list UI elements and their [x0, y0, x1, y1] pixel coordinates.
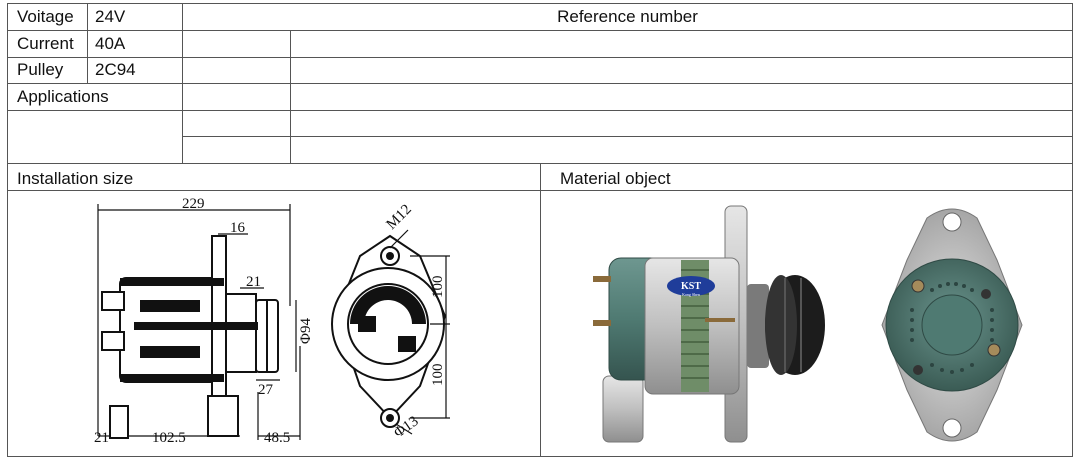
- brand-badge-text: KST: [681, 281, 701, 292]
- current-label: Current: [17, 34, 74, 53]
- center-cap: [921, 294, 983, 356]
- upper-lug-hole: [942, 212, 962, 232]
- reference-header: Reference number: [557, 7, 698, 26]
- terminal-post: [593, 320, 611, 326]
- mount-foot: [602, 375, 644, 443]
- front-bearing: [747, 284, 769, 368]
- pulley-value: 2C94: [95, 60, 136, 79]
- installation-drawing: 229 16 21 27 Φ94 21 102.5 48.5 M12 100 1…: [94, 196, 450, 446]
- table-border-right: [1072, 3, 1073, 457]
- lower-lug-hole: [942, 418, 962, 438]
- voltage-label: Voitage: [17, 7, 74, 26]
- material-title: Material object: [560, 169, 671, 188]
- col-line: [290, 30, 291, 163]
- dim-flange: 16: [230, 220, 246, 236]
- applications-label: Applications: [17, 87, 109, 106]
- row-line: [7, 110, 1073, 111]
- alternator-end-view: [331, 234, 447, 428]
- internal-hatch: [120, 278, 258, 382]
- dim-length: 229: [182, 196, 205, 212]
- alternator-rear-photo: [881, 208, 1023, 442]
- dim-upper: 100: [430, 276, 446, 299]
- terminal: [101, 331, 125, 351]
- pulley-label: Pulley: [17, 60, 64, 79]
- terminal-nut: [911, 279, 925, 293]
- spec-sheet: Voitage 24V Current 40A Pulley 2C94 Appl…: [7, 3, 1073, 457]
- terminal-nut: [987, 343, 1001, 357]
- screw: [981, 289, 991, 299]
- col-line: [182, 3, 183, 163]
- terminal: [101, 291, 125, 311]
- screw: [913, 365, 923, 375]
- dim-pulley-dia: Φ94: [298, 318, 314, 344]
- brand-badge: [667, 276, 715, 296]
- dim-offset: 48.5: [264, 430, 290, 446]
- dim-gap: 21: [246, 274, 261, 290]
- col-line: [540, 163, 541, 457]
- vent-pattern: [910, 282, 994, 374]
- dim-foot: 21: [94, 430, 109, 446]
- alternator-side-view: [101, 235, 279, 439]
- dim-thread: M12: [384, 201, 415, 232]
- brand-badge-sub: Kang Shen: [682, 292, 700, 297]
- table-border-top: [7, 3, 1073, 4]
- col-line: [87, 3, 88, 83]
- current-value: 40A: [95, 34, 126, 53]
- terminal-post: [593, 276, 611, 282]
- row-line: [7, 30, 1073, 31]
- mount-foot: [109, 405, 129, 439]
- dim-base: 102.5: [152, 430, 186, 446]
- front-housing: [225, 293, 257, 373]
- row-line: [7, 57, 1073, 58]
- voltage-value: 24V: [95, 7, 126, 26]
- leader-hole: [395, 423, 413, 435]
- row-line: [7, 83, 1073, 84]
- dim-pulley-width: 27: [258, 382, 274, 398]
- leader-thread: [389, 229, 409, 249]
- table-border-left: [7, 3, 8, 457]
- through-bolt: [705, 318, 735, 322]
- row-line: [182, 136, 1073, 137]
- mount-foot: [207, 395, 239, 437]
- alternator-side-photo: KST Kang Shen: [593, 205, 825, 443]
- installation-title: Installation size: [17, 169, 134, 188]
- end-view-hatch: [350, 252, 426, 422]
- dim-lower: 100: [430, 364, 446, 387]
